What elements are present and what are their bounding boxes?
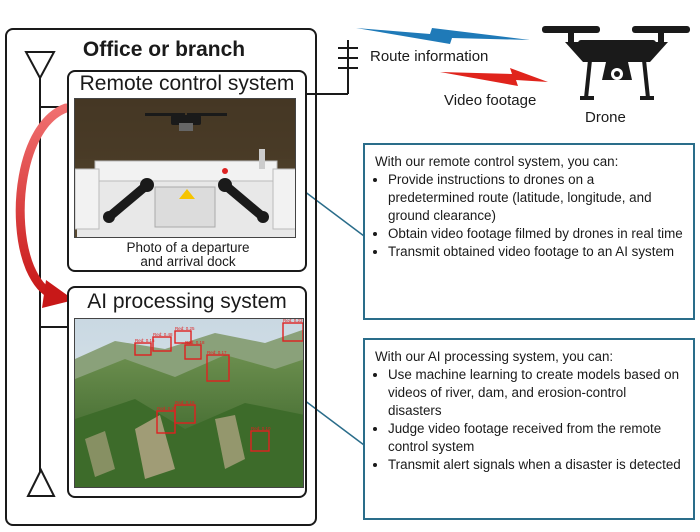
detection-label: Red: 0.48 <box>153 332 173 337</box>
remote-info-item: Provide instructions to drones on a pred… <box>388 171 683 225</box>
bus-top-triangle <box>24 51 56 81</box>
ai-info-item: Use machine learning to create models ba… <box>388 366 683 420</box>
detection-box <box>134 342 152 356</box>
route-information-label: Route information <box>370 48 489 65</box>
video-signal-bolt <box>440 68 548 86</box>
remote-system-title: Remote control system <box>79 72 295 95</box>
ai-system-title: AI processing system <box>87 290 287 313</box>
ai-info-list: Use machine learning to create models ba… <box>373 366 683 474</box>
office-title: Office or branch <box>82 38 246 61</box>
drone-icon <box>542 26 690 100</box>
flow-curved-arrow <box>15 103 74 308</box>
detection-label: Red: 0.25 <box>175 326 195 331</box>
detection-box <box>156 410 176 434</box>
detection-box <box>152 336 172 352</box>
detection-box <box>282 322 303 342</box>
drone-label: Drone <box>585 109 626 126</box>
antenna-icon <box>307 40 358 95</box>
detection-label: Red: 0.17 <box>207 350 227 355</box>
ai-info-item: Transmit alert signals when a disaster i… <box>388 456 683 474</box>
detection-box <box>250 430 270 452</box>
ai-info-heading: With our AI processing system, you can: <box>375 349 614 364</box>
detection-label: Red: 0.18 <box>185 340 205 345</box>
detection-label: Red: 0.15 <box>135 338 155 343</box>
office-branch-frame <box>5 28 317 526</box>
bus-bottom-triangle <box>26 467 56 497</box>
remote-info-panel: With our remote control system, you can:… <box>363 143 695 320</box>
video-footage-label: Video footage <box>444 92 537 109</box>
detection-box <box>174 404 196 424</box>
detection-label: Red: 0.18 <box>175 400 195 405</box>
remote-info-item: Obtain video footage filmed by drones in… <box>388 225 683 243</box>
ai-info-panel: With our AI processing system, you can: … <box>363 338 695 520</box>
dock-photo-caption-line2: and arrival dock <box>140 254 236 269</box>
detection-box <box>184 344 202 360</box>
detection-box <box>174 330 192 344</box>
ai-info-item: Judge video footage received from the re… <box>388 420 683 456</box>
remote-info-heading: With our remote control system, you can: <box>375 154 619 169</box>
detection-label: Red: 0.23 <box>283 319 303 323</box>
route-signal-bolt <box>356 28 530 44</box>
dock-photo-illustration <box>75 99 295 237</box>
dock-photo <box>74 98 296 238</box>
remote-info-connector <box>299 187 365 237</box>
aerial-photo-illustration <box>75 319 303 487</box>
remote-info-list: Provide instructions to drones on a pred… <box>373 171 683 261</box>
remote-info-item: Transmit obtained video footage to an AI… <box>388 243 683 261</box>
ai-info-connector <box>299 396 365 446</box>
detection-box <box>206 354 230 382</box>
detection-label: Red: 0.10 <box>251 426 271 431</box>
detection-label: Red: 0.27 <box>157 406 177 411</box>
dock-photo-caption-line1: Photo of a departure <box>126 240 250 255</box>
